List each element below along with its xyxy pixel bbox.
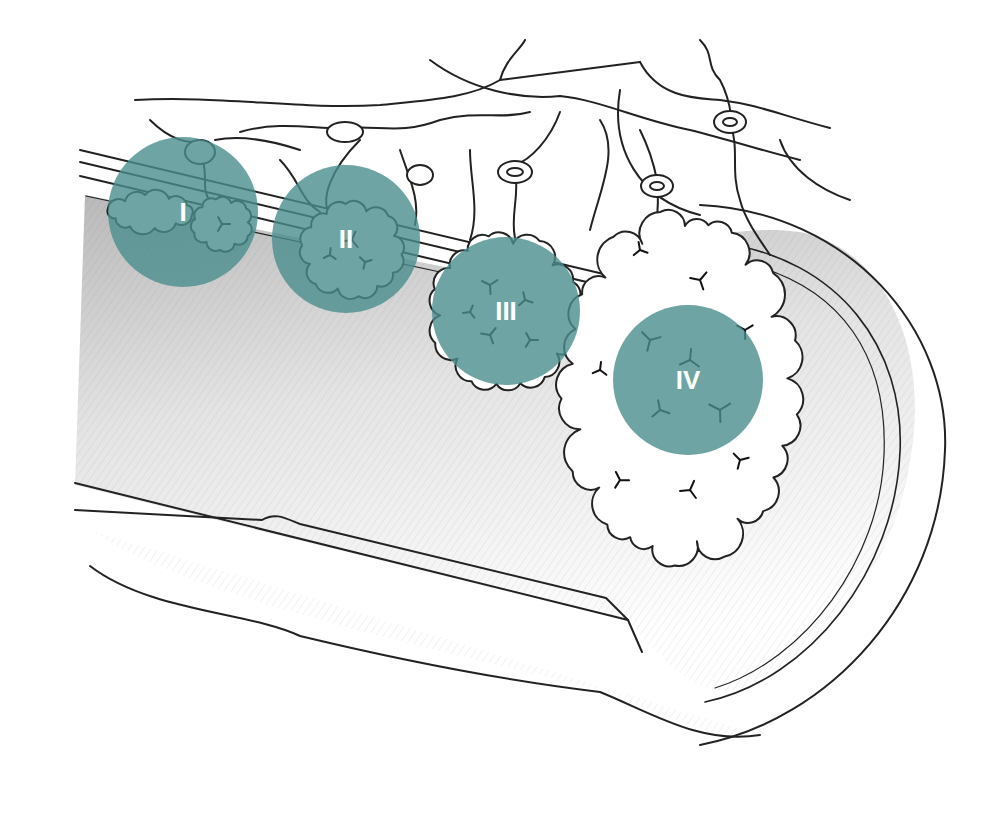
tumour: [556, 210, 803, 566]
stage-label: IV: [676, 367, 701, 393]
tumour-mark: [634, 242, 648, 255]
stage-label: I: [179, 199, 186, 225]
tumour-mark: [690, 272, 706, 289]
tumour-mark: [680, 481, 696, 498]
tumour-mark: [734, 454, 749, 469]
stage-circle: II: [272, 165, 420, 313]
stage-circle: IV: [613, 305, 763, 455]
stage-circle: I: [108, 137, 258, 287]
tumour: [430, 232, 584, 390]
tumour-mark: [593, 362, 607, 375]
stage-label: II: [339, 226, 353, 252]
stage-circle: III: [432, 237, 580, 385]
tumour-mark: [615, 472, 629, 488]
stage-label: III: [495, 298, 517, 324]
